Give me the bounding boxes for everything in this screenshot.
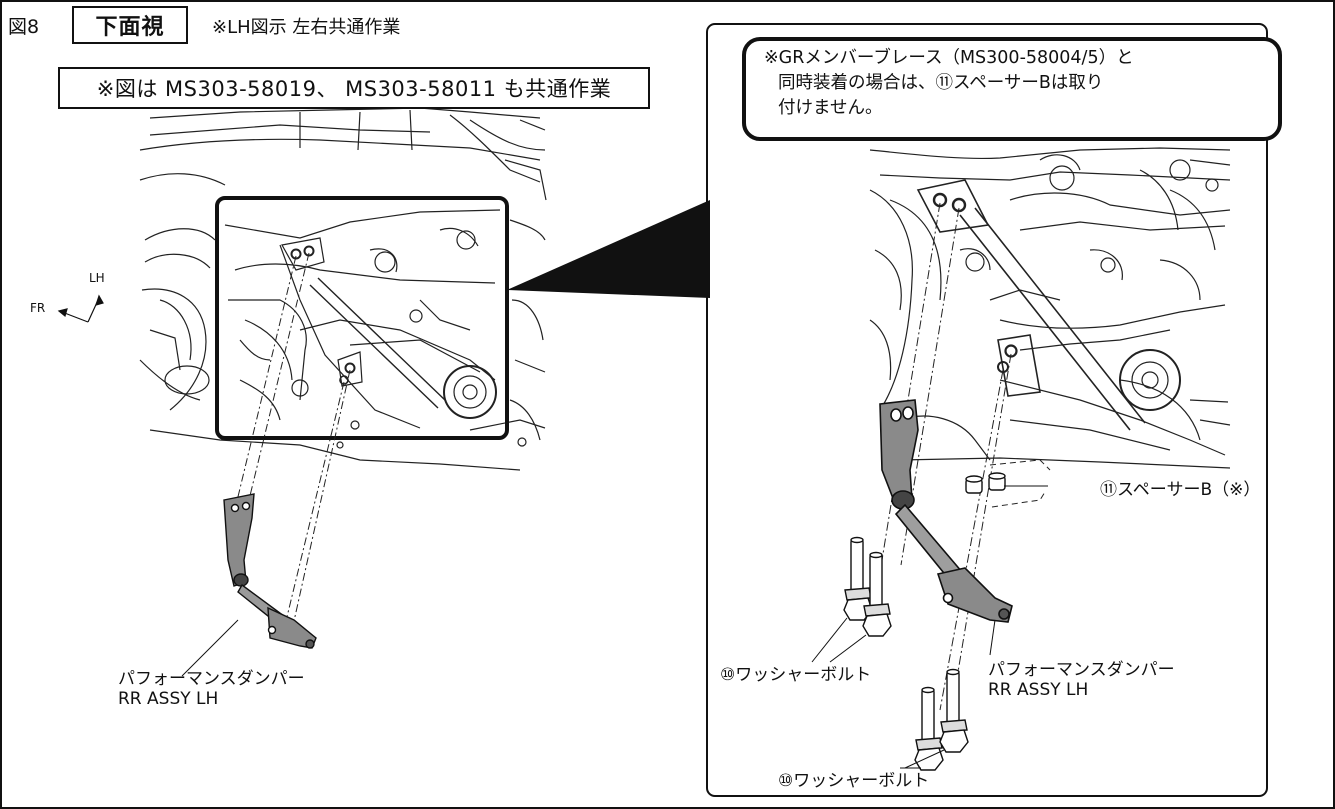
gr-note-line1: ※GRメンバーブレース（MS300-58004/5）と [764,48,1134,68]
detail-damper-label: パフォーマンスダンパー [988,660,1175,680]
gr-member-brace-note: ※GRメンバーブレース（MS300-58004/5）と 同時装着の場合は、⑪スペ… [742,37,1282,141]
axis-label-lh: LH [89,271,105,285]
figure-number: 図8 [8,16,40,38]
washer-bolt-label-upper: ⑩ワッシャーボルト [720,665,872,685]
zoom-wedge [507,200,710,298]
view-title: 下面視 [72,6,188,44]
gr-note-line3: 付けません。 [778,98,883,118]
washer-bolts [843,536,969,771]
spacer-b [965,472,1006,494]
direction-indicator [57,294,104,323]
bolt-leaders [811,617,945,769]
overview-damper-part: RR ASSY LH [118,689,219,709]
common-work-note: ※図は MS303-58019、 MS303-58011 も共通作業 [58,67,650,109]
spacer-b-label: ⑪スペーサーB（※） [1100,480,1261,500]
damper-detail [879,399,1013,656]
gr-note-line2: 同時装着の場合は、⑪スペーサーBは取り [778,73,1104,93]
overview-leader-lines [235,252,351,631]
washer-bolt-label-lower: ⑩ワッシャーボルト [778,771,930,791]
damper-overview [181,493,317,677]
detail-damper-part: RR ASSY LH [988,680,1089,700]
detail-frame-right [706,23,1268,797]
underbody-overview-illustration [139,107,547,471]
header-note: ※LH図示 左右共通作業 [212,17,401,38]
axis-label-fr: FR [30,301,46,315]
underbody-detail-illustration [869,147,1231,469]
overview-damper-label: パフォーマンスダンパー [118,669,305,689]
detail-frame-overview [215,196,509,440]
spacer-bracket-lines [989,459,1051,508]
